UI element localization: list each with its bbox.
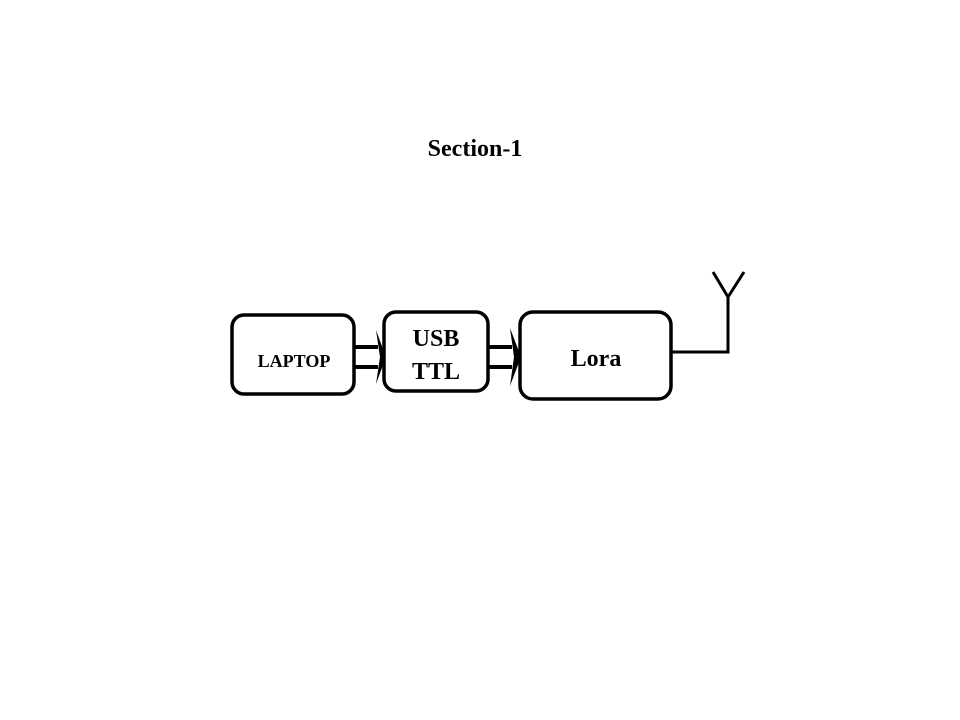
ttl-label: TTL <box>412 359 460 385</box>
lora-block: Lora <box>518 310 673 401</box>
laptop-block: LAPTOP <box>230 313 356 396</box>
laptop-box <box>230 313 356 396</box>
antenna-right-arm <box>726 271 746 298</box>
usb-label: USB <box>413 326 460 352</box>
antenna-icon <box>672 271 746 354</box>
antenna-feed-line <box>672 297 730 354</box>
lora-label: Lora <box>571 346 622 372</box>
arrow-head-icon <box>376 330 386 384</box>
arrows-laptop-to-usb <box>355 330 386 384</box>
arrows-usb-to-lora <box>489 328 521 386</box>
section-title: Section-1 <box>427 136 523 162</box>
laptop-label: LAPTOP <box>258 351 331 371</box>
arrow-head-icon <box>510 328 521 386</box>
antenna-left-arm <box>711 271 730 298</box>
lora-box <box>518 310 673 401</box>
usb-ttl-block: USB TTL <box>382 310 490 393</box>
usb-ttl-box <box>382 310 490 393</box>
